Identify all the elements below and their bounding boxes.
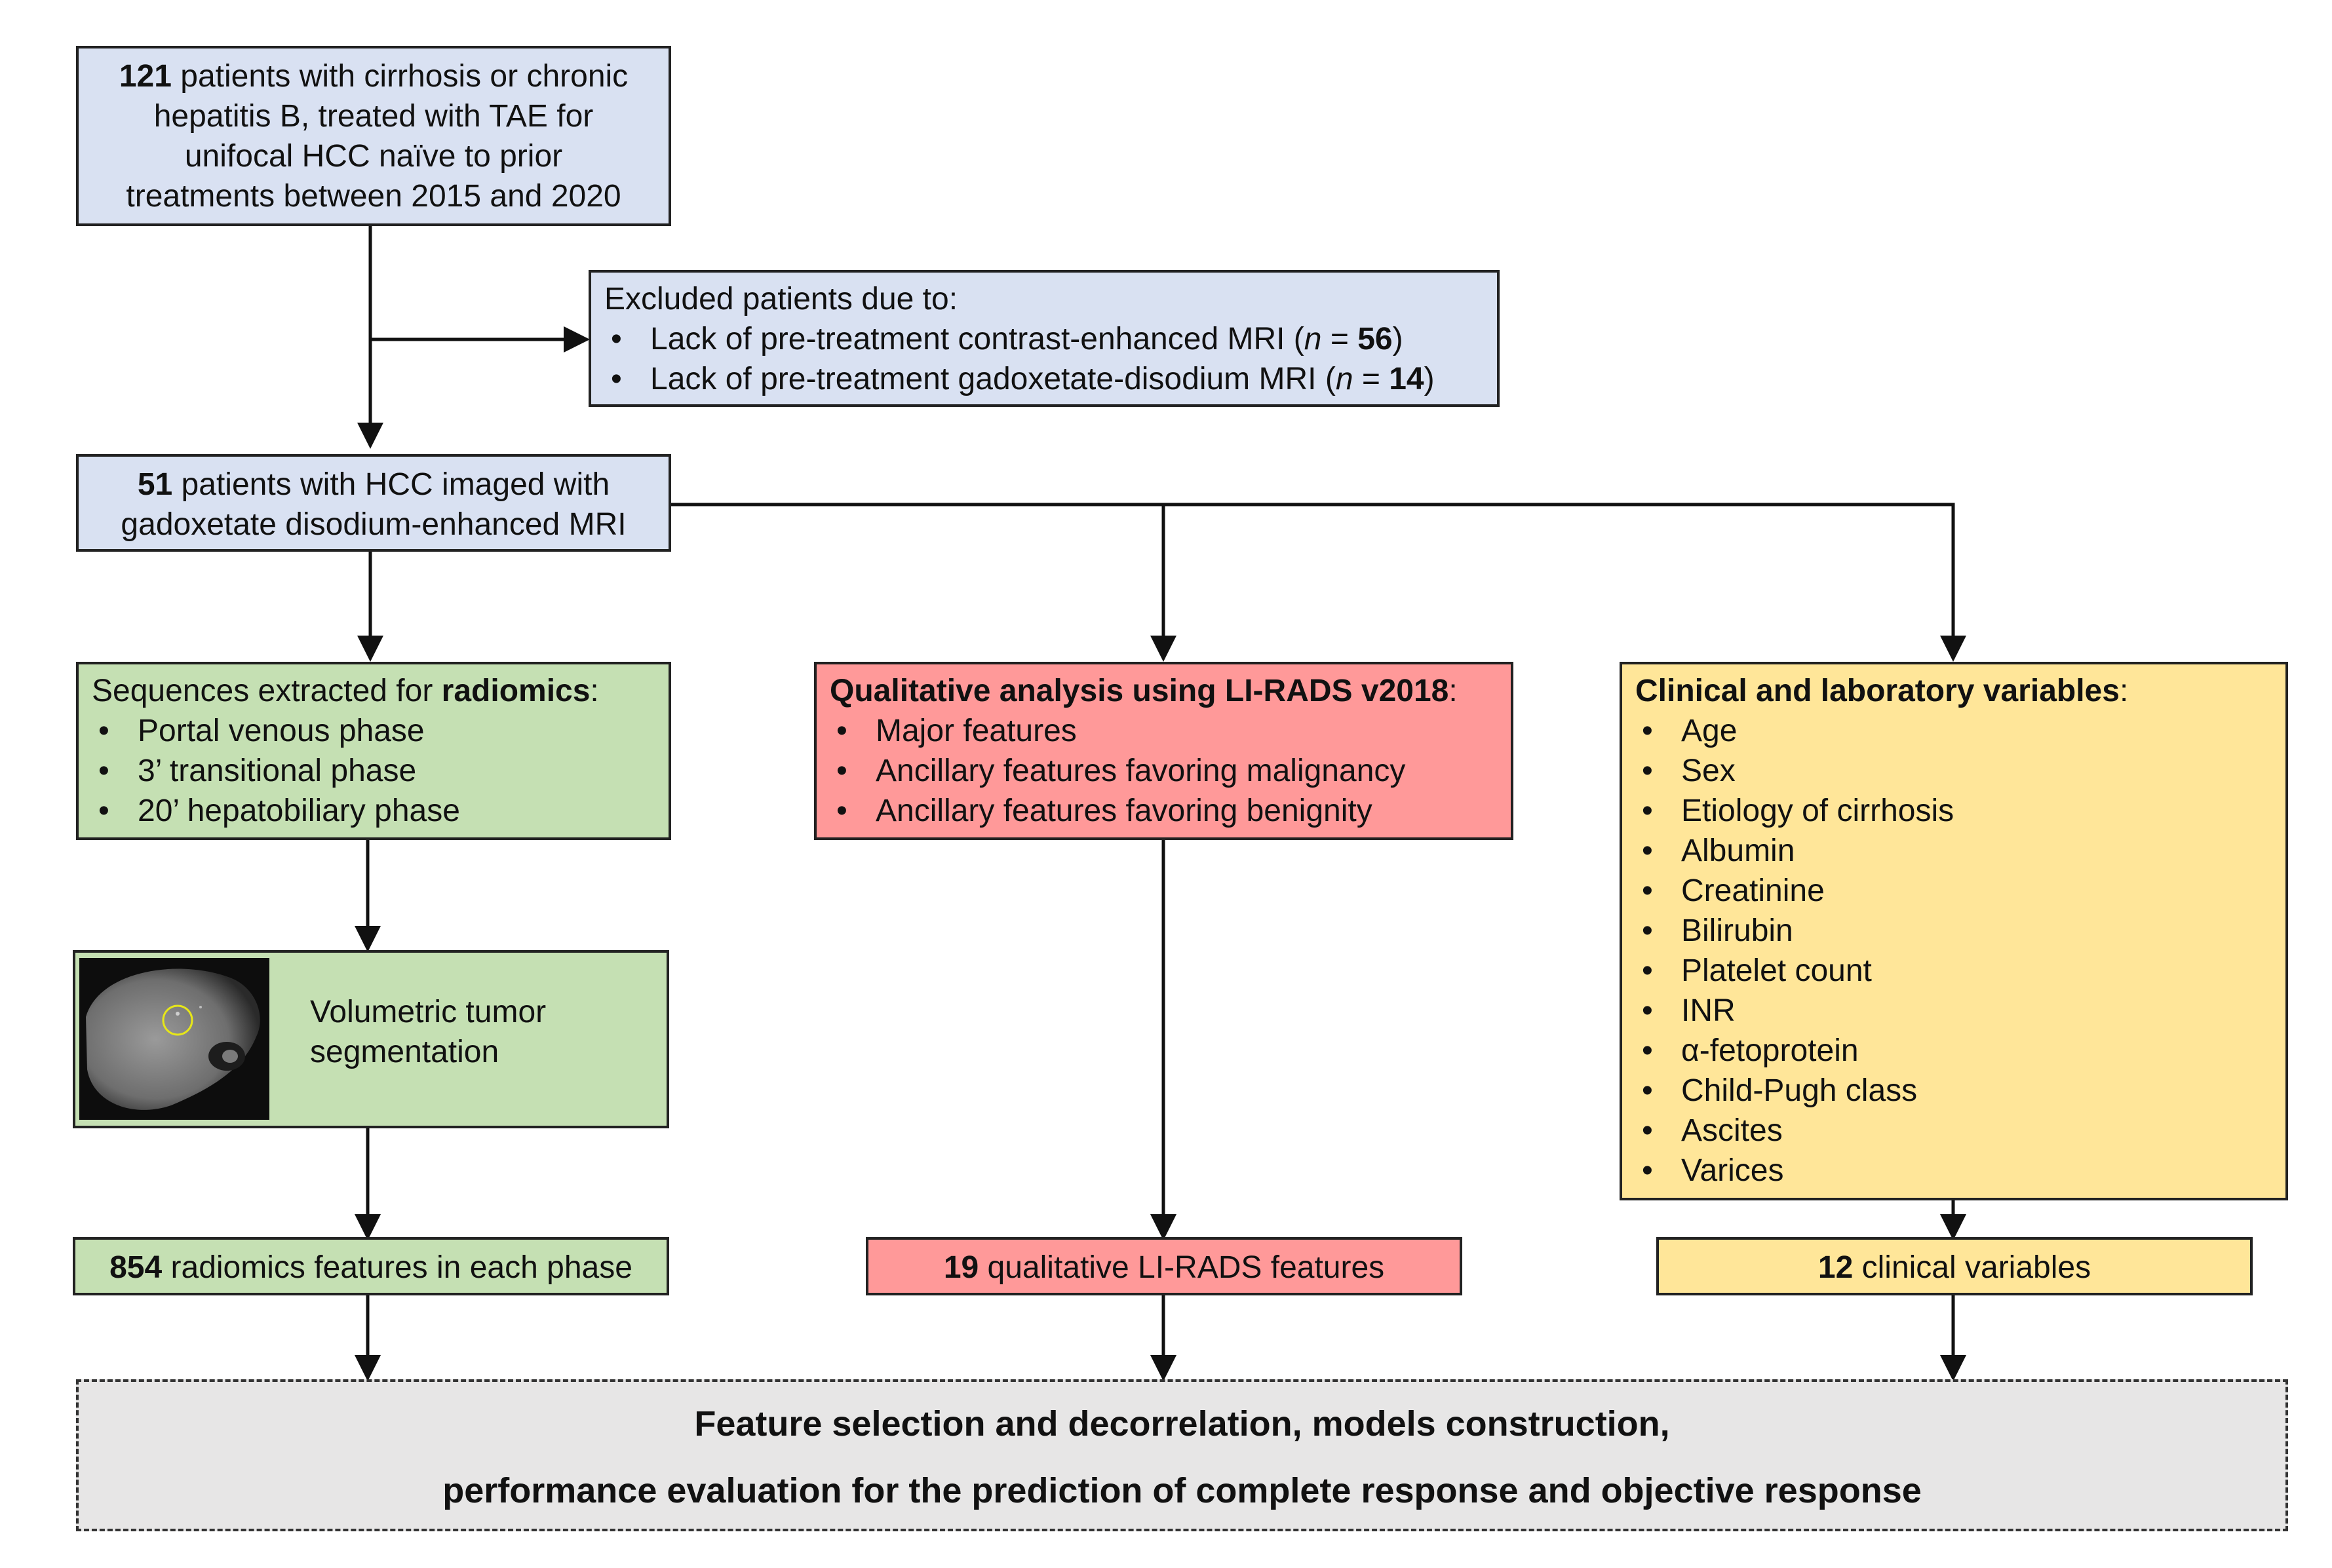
- radiomics-item-portal: Portal venous phase: [92, 711, 669, 751]
- clinical-item-ascites: Ascites: [1635, 1111, 2285, 1151]
- clinical-item-etiology: Etiology of cirrhosis: [1635, 791, 2285, 831]
- radiomics-features-box: 854 radiomics features in each phase: [73, 1237, 669, 1295]
- clinical-title: Clinical and laboratory variables:: [1635, 674, 2129, 708]
- final-line-1: Feature selection and decorrelation, mod…: [694, 1404, 1670, 1444]
- clinical-item-child-pugh: Child-Pugh class: [1635, 1071, 2285, 1111]
- qualitative-item-malignancy: Ancillary features favoring malignancy: [830, 751, 1511, 791]
- clinical-item-creatinine: Creatinine: [1635, 871, 2285, 911]
- clinical-variables-count: 12: [1817, 1250, 1854, 1285]
- radiomics-box: Sequences extracted for radiomics: Porta…: [76, 662, 671, 840]
- start-line-4: treatments between 2015 and 2020: [126, 179, 621, 214]
- excluded-item-mri: Lack of pre-treatment contrast-enhanced …: [604, 319, 1497, 359]
- radiomics-features-text: radiomics features in each phase: [162, 1250, 632, 1285]
- final-line-2: performance evaluation for the predictio…: [442, 1471, 1922, 1510]
- start-line-1: patients with cirrhosis or chronic: [180, 59, 629, 94]
- qualitative-features-box: 19 qualitative LI-RADS features: [866, 1237, 1462, 1295]
- clinical-item-platelet: Platelet count: [1635, 951, 2285, 991]
- start-line-3: unifocal HCC naïve to prior: [184, 139, 563, 174]
- start-box: 121 patients with cirrhosis or chronic h…: [76, 46, 671, 226]
- segmentation-box: Volumetric tumor segmentation: [73, 950, 669, 1128]
- start-line-2: hepatitis B, treated with TAE for: [153, 99, 594, 134]
- included-line-1: patients with HCC imaged with: [172, 467, 610, 502]
- clinical-item-bilirubin: Bilirubin: [1635, 911, 2285, 951]
- excluded-item-gadoxetate: Lack of pre-treatment gadoxetate-disodiu…: [604, 359, 1497, 399]
- included-box: 51 patients with HCC imaged with gadoxet…: [76, 454, 671, 552]
- clinical-variables-box: 12 clinical variables: [1656, 1237, 2253, 1295]
- radiomics-item-transitional: 3’ transitional phase: [92, 751, 669, 791]
- radiomics-item-hepatobiliary: 20’ hepatobiliary phase: [92, 791, 669, 831]
- segmentation-line-1: Volumetric tumor: [310, 995, 547, 1029]
- qualitative-features-count: 19: [943, 1250, 979, 1285]
- excluded-count-14: 14: [1389, 362, 1424, 396]
- excluded-count-56: 56: [1357, 322, 1393, 356]
- qualitative-item-benignity: Ancillary features favoring benignity: [830, 791, 1511, 831]
- radiomics-title: Sequences extracted for radiomics:: [92, 674, 599, 708]
- clinical-box: Clinical and laboratory variables: Age S…: [1620, 662, 2288, 1200]
- included-line-2: gadoxetate disodium-enhanced MRI: [121, 507, 627, 542]
- qualitative-features-text: qualitative LI-RADS features: [979, 1250, 1385, 1285]
- qualitative-item-major: Major features: [830, 711, 1511, 751]
- qualitative-title: Qualitative analysis using LI-RADS v2018…: [830, 674, 1458, 708]
- clinical-item-sex: Sex: [1635, 751, 2285, 791]
- clinical-item-afp: α-fetoprotein: [1635, 1031, 2285, 1071]
- qualitative-box: Qualitative analysis using LI-RADS v2018…: [814, 662, 1513, 840]
- final-box: Feature selection and decorrelation, mod…: [76, 1379, 2288, 1531]
- radiomics-features-count: 854: [109, 1250, 163, 1285]
- clinical-variables-text: clinical variables: [1853, 1250, 2091, 1285]
- clinical-item-varices: Varices: [1635, 1151, 2285, 1191]
- segmentation-line-2: segmentation: [310, 1035, 499, 1069]
- tumor-outline: [162, 1004, 193, 1036]
- excluded-box: Excluded patients due to: Lack of pre-tr…: [589, 270, 1500, 407]
- excluded-title: Excluded patients due to:: [604, 282, 958, 316]
- clinical-item-inr: INR: [1635, 991, 2285, 1031]
- start-count: 121: [119, 59, 172, 94]
- clinical-item-albumin: Albumin: [1635, 831, 2285, 871]
- connector-branch: [671, 503, 1966, 662]
- included-count: 51: [137, 467, 173, 502]
- mri-thumbnail: [79, 958, 269, 1120]
- clinical-item-age: Age: [1635, 711, 2285, 751]
